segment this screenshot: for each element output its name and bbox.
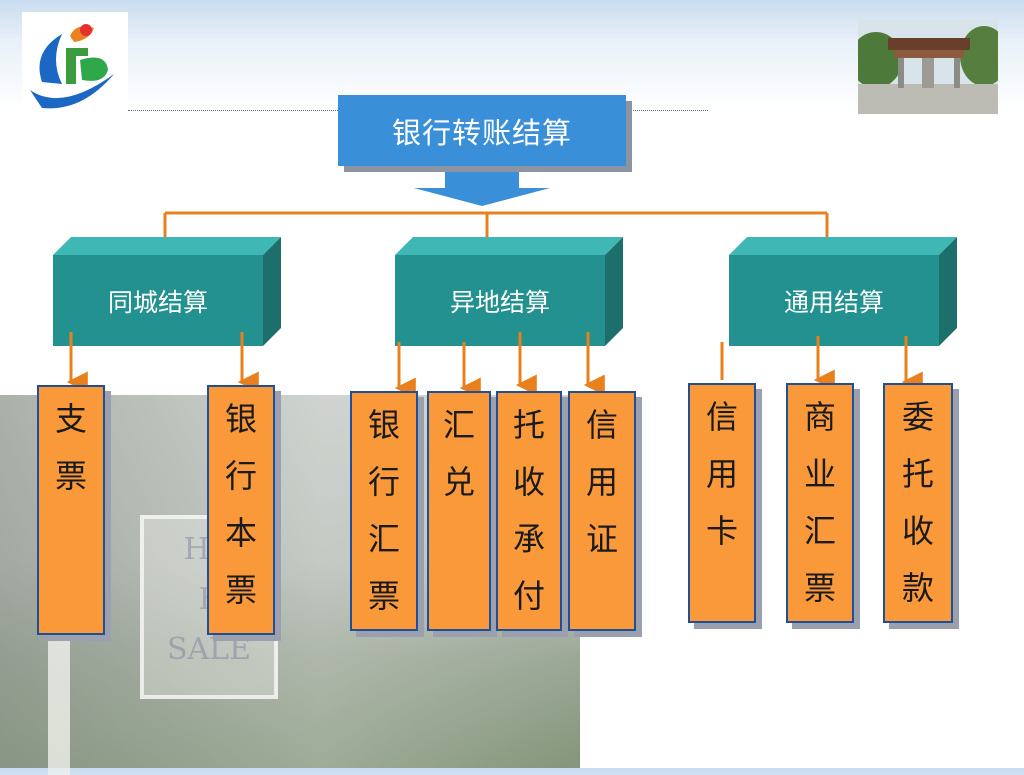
leaf-char: 业 xyxy=(803,455,836,493)
leaf-char: 票 xyxy=(224,571,257,609)
leaf-char: 支 xyxy=(54,400,87,438)
leaf-char: 卡 xyxy=(705,512,738,550)
leaf-char: 信 xyxy=(705,398,738,436)
category-box-3 xyxy=(729,237,957,346)
campus-gate-photo xyxy=(858,20,998,114)
leaf-node: 信用证 xyxy=(568,391,636,631)
leaf-node: 委托收款 xyxy=(883,383,953,623)
category-label-2: 异地结算 xyxy=(449,288,550,317)
leaf-node: 信用卡 xyxy=(688,383,756,623)
leaf-char: 用 xyxy=(585,463,618,501)
leaf-node: 汇兑 xyxy=(427,391,491,631)
leaf-char: 收 xyxy=(901,512,934,550)
leaf-char: 票 xyxy=(803,569,836,607)
leaf-char: 托 xyxy=(901,455,934,493)
category-label-3: 通用结算 xyxy=(783,288,884,317)
header-divider-right xyxy=(630,110,708,111)
leaf-char: 汇 xyxy=(442,406,475,444)
category-box-2 xyxy=(395,237,623,346)
category-label-1: 同城结算 xyxy=(107,288,208,317)
leaf-char: 兑 xyxy=(442,463,475,501)
leaf-node: 支票 xyxy=(37,385,105,635)
leaf-char: 本 xyxy=(224,514,257,552)
leaf-char: 汇 xyxy=(367,520,400,558)
leaf-char: 行 xyxy=(224,457,257,495)
leaf-node: 商业汇票 xyxy=(786,383,854,623)
leaf-char: 用 xyxy=(705,455,738,493)
leaf-char: 商 xyxy=(803,398,836,436)
leaf-char: 证 xyxy=(585,520,618,558)
root-node: 银行转账结算 xyxy=(338,95,626,166)
leaf-node: 托收承付 xyxy=(496,391,562,631)
leaf-char: 票 xyxy=(54,457,87,495)
leaf-char: 信 xyxy=(585,406,618,444)
leaf-char: 托 xyxy=(512,406,545,444)
leaf-char: 汇 xyxy=(803,512,836,550)
leaf-node: 银行汇票 xyxy=(350,391,418,631)
leaf-char: 承 xyxy=(512,520,545,558)
leaf-char: 款 xyxy=(901,569,934,607)
school-logo-icon xyxy=(22,12,128,118)
leaf-char: 银 xyxy=(224,400,257,438)
leaf-char: 银 xyxy=(367,406,400,444)
header-divider-left xyxy=(128,110,338,111)
leaf-char: 付 xyxy=(512,577,545,615)
root-down-arrow xyxy=(414,170,550,206)
leaf-node: 银行本票 xyxy=(207,385,275,635)
root-label: 银行转账结算 xyxy=(391,115,572,150)
leaf-char: 票 xyxy=(367,577,400,615)
leaf-char: 委 xyxy=(901,398,934,436)
category-box-1 xyxy=(53,237,281,346)
leaf-char: 收 xyxy=(512,463,545,501)
leaf-char: 行 xyxy=(367,463,400,501)
